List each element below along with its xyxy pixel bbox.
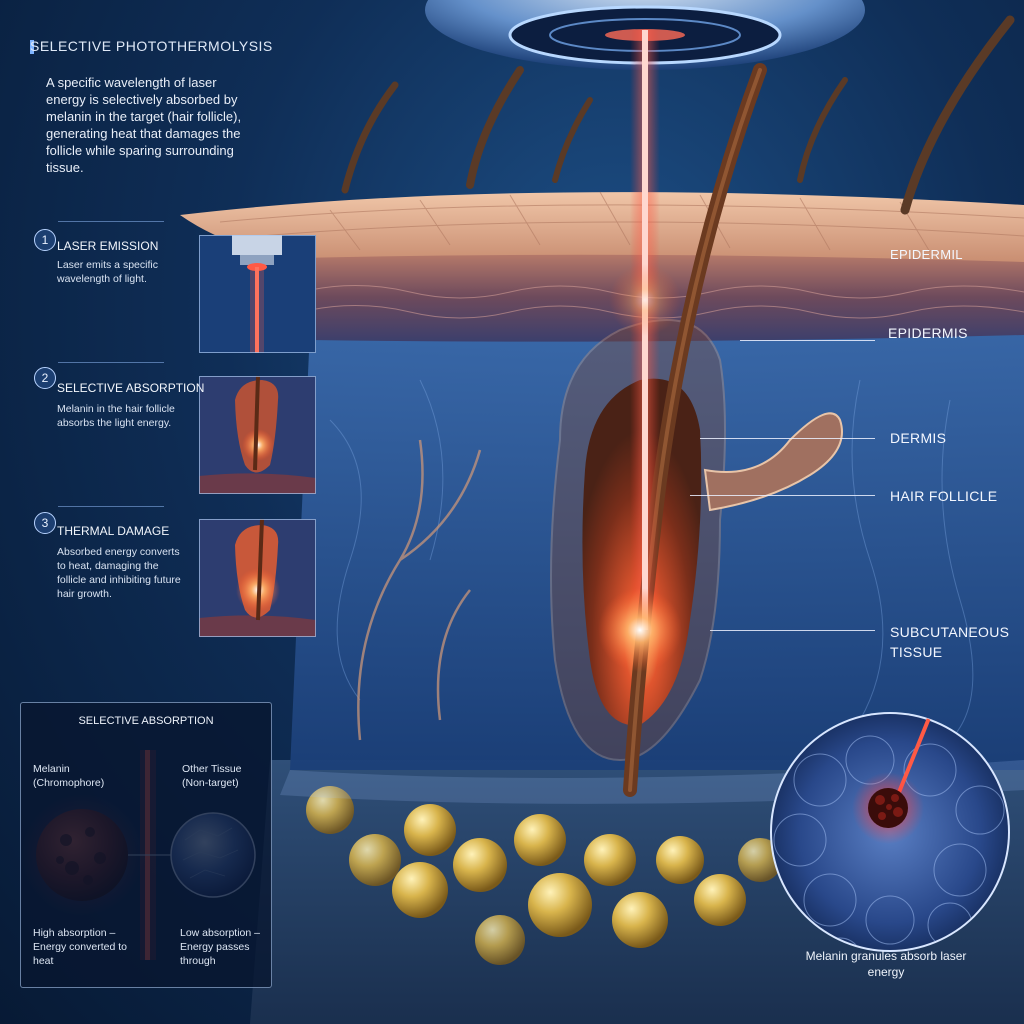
zoom-caption: Melanin granules absorb laser energy [805,949,967,979]
step-3-description: Absorbed energy converts to heat, damagi… [57,546,181,600]
label-subcutaneous-tissue: SUBCUTANEOUS TISSUE [890,624,1010,660]
step-thumbnail-2 [199,375,316,494]
panel-title: SELECTIVE ABSORPTION [78,715,214,727]
melanin-name: Melanin (Chromophore) [33,763,105,789]
sebaceous-gland [703,412,843,512]
melanin-zoom-inset [770,712,1010,952]
intro-text: A specific wavelength of laser energy is… [46,75,242,175]
label-epidermis-top: EPIDERMIL [890,247,963,262]
page-title: SELECTIVE PHOTOTHERMOLYSIS [30,38,273,54]
step-1-number: 1 [34,229,56,251]
label-dermis: DERMIS [890,430,947,446]
leader-subcutaneous [710,630,875,631]
step-1-description: Laser emits a specific wavelength of lig… [57,259,158,285]
step-3-title: THERMAL DAMAGE [57,524,170,538]
step-3-number: 3 [34,512,56,534]
step-2-title: SELECTIVE ABSORPTION [57,381,205,395]
laser-beam [598,30,682,672]
leader-hair-follicle [690,495,875,496]
other-tissue-name: Other Tissue (Non-target) [182,763,242,789]
step-2-number: 2 [34,367,56,389]
step-1-title: LASER EMISSION [57,239,159,253]
melanin-result: High absorption – Energy converted to he… [33,927,127,967]
step-1-divider [58,221,164,222]
step-3-thumbnail-frame [199,519,316,637]
leader-dermis [700,438,875,439]
other-tissue-result: Low absorption – Energy passes through [180,927,260,967]
step-thumbnail-3 [199,518,316,637]
leader-epidermis [740,340,875,341]
step-2-thumbnail-frame [199,376,316,494]
step-3-divider [58,506,164,507]
step-1-thumbnail-frame [199,235,316,353]
label-hair-follicle: HAIR FOLLICLE [890,488,998,504]
background-hairs [341,15,1015,215]
selective-absorption-panel [20,702,272,988]
step-2-description: Melanin in the hair follicle absorbs the… [57,403,175,429]
title-accent-bar [30,40,34,54]
fat-globules [306,786,782,965]
step-2-divider [58,362,164,363]
label-epidermis: EPIDERMIS [888,325,968,341]
step-thumbnail-1 [199,235,316,353]
